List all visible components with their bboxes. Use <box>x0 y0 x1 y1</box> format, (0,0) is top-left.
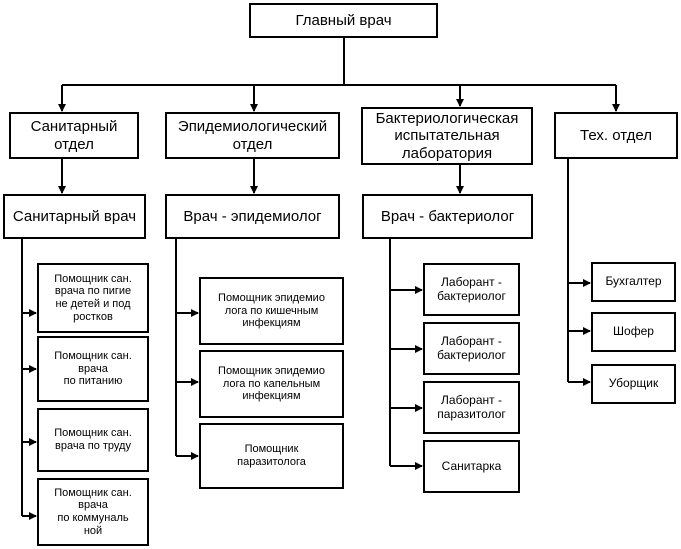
epidemiological-department-box: Эпидемиологический отдел <box>165 112 340 159</box>
sanitary-assistant-labor-box: Помощник сан. врача по труду <box>37 408 149 472</box>
epid-assistant-airborne-label: Помощник эпидемио лога по капельным инфе… <box>218 365 325 403</box>
cleaner-box: Уборщик <box>591 364 676 404</box>
accountant-box: Бухгалтер <box>591 262 676 302</box>
accountant-label: Бухгалтер <box>605 274 662 289</box>
bacteriologist-label: Врач - бактериолог <box>380 207 515 225</box>
tech-department-box: Тех. отдел <box>554 112 678 159</box>
bacteriological-lab-label: Бактериологическая испытательная лаборат… <box>375 110 519 162</box>
sanitary-assistant-children-box: Помощник сан. врача по пигие не детей и … <box>37 263 149 333</box>
sanitary-department-label: Санитарный отдел <box>30 118 118 153</box>
lab-assistant-parasitologist-label: Лаборант - паразитолог <box>437 392 506 421</box>
sanitary-assistant-labor-label: Помощник сан. врача по труду <box>54 427 132 452</box>
sanitary-assistant-children-label: Помощник сан. врача по пигие не детей и … <box>54 272 132 323</box>
lab-assistant-bacteriologist-1-label: Лаборант - бактериолог <box>437 274 506 303</box>
chief-doctor-label: Главный врач <box>295 11 392 29</box>
chief-doctor-box: Главный врач <box>249 3 438 38</box>
driver-label: Шофер <box>613 324 654 339</box>
lab-assistant-bacteriologist-2-label: Лаборант - бактериолог <box>437 333 506 362</box>
epidemiologist-label: Врач - эпидемиолог <box>183 207 322 225</box>
sanitary-assistant-nutrition-label: Помощник сан. врача по питанию <box>54 350 132 388</box>
epidemiological-department-label: Эпидемиологический отдел <box>177 118 328 153</box>
orderly-label: Санитарка <box>441 458 502 473</box>
epid-assistant-intestinal-box: Помощник эпидемио лога по кишечным инфек… <box>199 277 344 345</box>
sanitary-assistant-communal-label: Помощник сан. врача по коммуналь ной <box>54 486 132 537</box>
tech-department-label: Тех. отдел <box>580 126 652 144</box>
sanitary-doctor-box: Санитарный врач <box>3 194 146 239</box>
lab-assistant-bacteriologist-2-box: Лаборант - бактериолог <box>423 322 520 375</box>
bacteriological-lab-box: Бактериологическая испытательная лаборат… <box>361 107 533 165</box>
sanitary-assistant-communal-box: Помощник сан. врача по коммуналь ной <box>37 478 149 546</box>
lab-assistant-parasitologist-box: Лаборант - паразитолог <box>423 381 520 434</box>
orderly-box: Санитарка <box>423 440 520 493</box>
sanitary-department-box: Санитарный отдел <box>9 112 139 159</box>
epid-assistant-airborne-box: Помощник эпидемио лога по капельным инфе… <box>199 350 344 418</box>
bacteriologist-box: Врач - бактериолог <box>362 194 533 239</box>
epidemiologist-box: Врач - эпидемиолог <box>165 194 340 239</box>
epid-assistant-intestinal-label: Помощник эпидемио лога по кишечным инфек… <box>218 292 325 330</box>
sanitary-assistant-nutrition-box: Помощник сан. врача по питанию <box>37 336 149 402</box>
lab-assistant-bacteriologist-1-box: Лаборант - бактериолог <box>423 263 520 316</box>
driver-box: Шофер <box>591 312 676 352</box>
cleaner-label: Уборщик <box>608 376 659 391</box>
sanitary-doctor-label: Санитарный врач <box>12 207 137 225</box>
parasitologist-assistant-label: Помощник паразитолога <box>237 443 306 468</box>
parasitologist-assistant-box: Помощник паразитолога <box>199 423 344 489</box>
